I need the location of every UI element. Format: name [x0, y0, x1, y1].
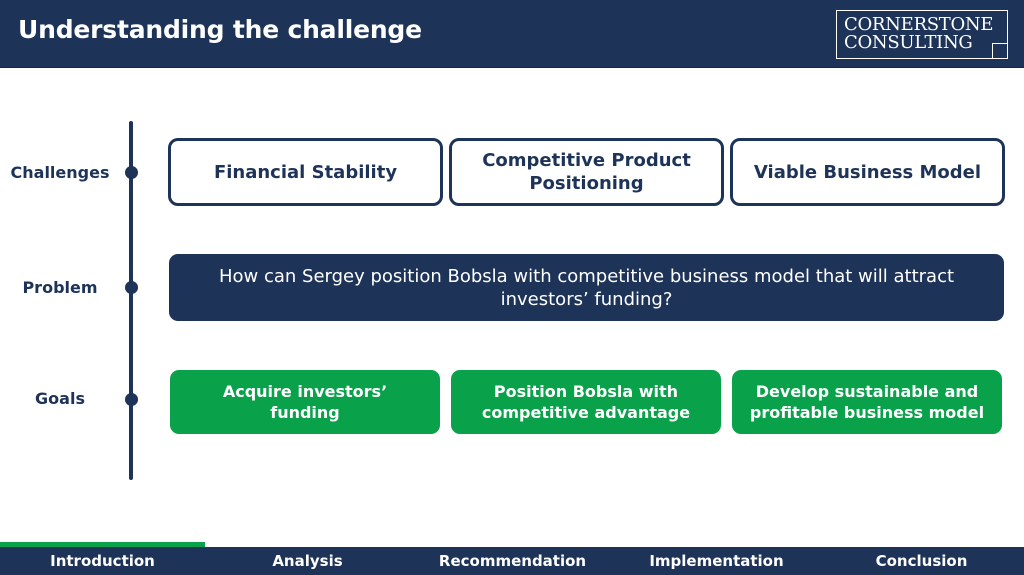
page-title: Understanding the challenge: [18, 15, 422, 44]
challenge-card-competitive-positioning: Competitive Product Positioning: [449, 138, 724, 206]
logo-square-mark: [992, 43, 1008, 59]
goal-card-business-model: Develop sustainable and profitable busin…: [732, 370, 1002, 434]
nav-item-introduction[interactable]: Introduction: [50, 552, 155, 570]
nav-item-conclusion[interactable]: Conclusion: [875, 552, 968, 570]
footer-nav: Introduction Analysis Recommendation Imp…: [0, 547, 1024, 575]
timeline-dot-goals: [125, 393, 138, 406]
footer-progress-indicator: [0, 542, 205, 548]
nav-item-recommendation[interactable]: Recommendation: [438, 552, 587, 570]
nav-item-analysis[interactable]: Analysis: [272, 552, 343, 570]
logo-text-line1: CORNERSTONE: [844, 14, 994, 35]
goal-card-funding: Acquire investors’ funding: [170, 370, 440, 434]
timeline-dot-problem: [125, 281, 138, 294]
row-label-challenges: Challenges: [10, 163, 110, 182]
timeline-line: [129, 121, 133, 480]
row-label-problem: Problem: [22, 278, 98, 297]
goal-card-competitive-advantage: Position Bobsla with competitive advanta…: [451, 370, 721, 434]
logo-text-line2: CONSULTING: [844, 32, 973, 53]
problem-statement: How can Sergey position Bobsla with comp…: [169, 254, 1004, 321]
challenge-card-financial-stability: Financial Stability: [168, 138, 443, 206]
company-logo: CORNERSTONE CONSULTING: [836, 10, 1008, 59]
header-bar: Understanding the challenge CORNERSTONE …: [0, 0, 1024, 68]
challenge-card-business-model: Viable Business Model: [730, 138, 1005, 206]
timeline-dot-challenges: [125, 166, 138, 179]
row-label-goals: Goals: [35, 389, 85, 408]
nav-item-implementation[interactable]: Implementation: [649, 552, 784, 570]
